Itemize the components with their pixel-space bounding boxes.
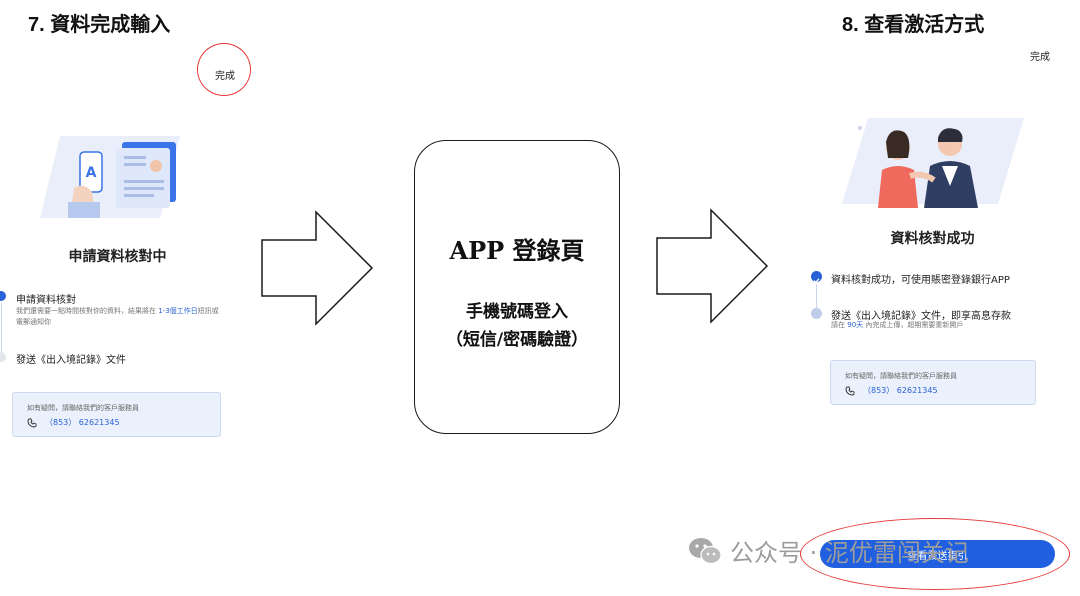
contact-phone-link[interactable]: （853） 62621345 <box>27 417 120 428</box>
timeline-item-desc: 請在 90天 內完成上傳，超期需要重新開戶 <box>831 321 964 329</box>
arrow-right-icon <box>656 208 769 324</box>
timeline-line <box>1 303 2 353</box>
timeline-item-desc: 我們還需要一點時間核對你的資料，結果將在 1-3個工作日短訊或電郵通知你 <box>16 307 219 326</box>
contact-phone: （853） 62621345 <box>45 418 120 427</box>
app-title: APP 登錄頁 <box>449 236 585 265</box>
svg-text:A: A <box>86 165 97 181</box>
arrow-right-icon <box>261 210 374 326</box>
timeline-item-label: 申請資料核對 <box>16 295 76 306</box>
step7-title: 7. 資料完成輸入 <box>28 14 171 36</box>
timeline-item-label: 發送《出入境記錄》文件，即享高息存款 <box>831 311 1011 322</box>
phone-icon <box>27 418 37 427</box>
timeline-item-label: 發送《出入境記錄》文件 <box>16 355 126 366</box>
contact-phone: （853） 62621345 <box>863 386 938 395</box>
app-login-verification: （短信/密碼驗證） <box>445 330 589 350</box>
contact-box: 如有疑問，請聯絡我們的客戶服務員 （853） 62621345 <box>12 392 221 437</box>
contact-phone-link[interactable]: （853） 62621345 <box>845 385 938 396</box>
app-login-method: 手機號碼登入 <box>466 302 568 322</box>
status-title: 資料核對成功 <box>890 231 975 247</box>
timeline-pending-dot <box>0 352 6 362</box>
phone-icon <box>845 386 855 395</box>
verification-illustration: A <box>40 136 180 218</box>
contact-label: 如有疑問，請聯絡我們的客戶服務員 <box>27 404 139 412</box>
timeline-item-label: 資料核對成功，可使用賬密登錄銀行APP <box>831 275 1010 286</box>
status-title: 申請資料核對中 <box>68 249 167 265</box>
timeline-active-dot <box>0 291 6 301</box>
app-login-card: APP 登錄頁 手機號碼登入 （短信/密碼驗證） <box>414 140 620 434</box>
contact-label: 如有疑問，請聯絡我們的客戶服務員 <box>845 372 957 380</box>
timeline-pending-dot <box>811 308 822 319</box>
step8-title: 8. 查看激活方式 <box>842 14 985 36</box>
done-button[interactable]: 完成 <box>215 71 235 82</box>
done-button[interactable]: 完成 <box>1030 52 1050 63</box>
success-illustration <box>842 118 1024 208</box>
wechat-icon <box>689 537 722 564</box>
timeline-line <box>816 284 817 310</box>
annotation-ellipse <box>800 518 1070 590</box>
annotation-circle <box>197 43 251 96</box>
check-icon <box>811 271 822 284</box>
contact-box: 如有疑問，請聯絡我們的客戶服務員 （853） 62621345 <box>830 360 1036 405</box>
